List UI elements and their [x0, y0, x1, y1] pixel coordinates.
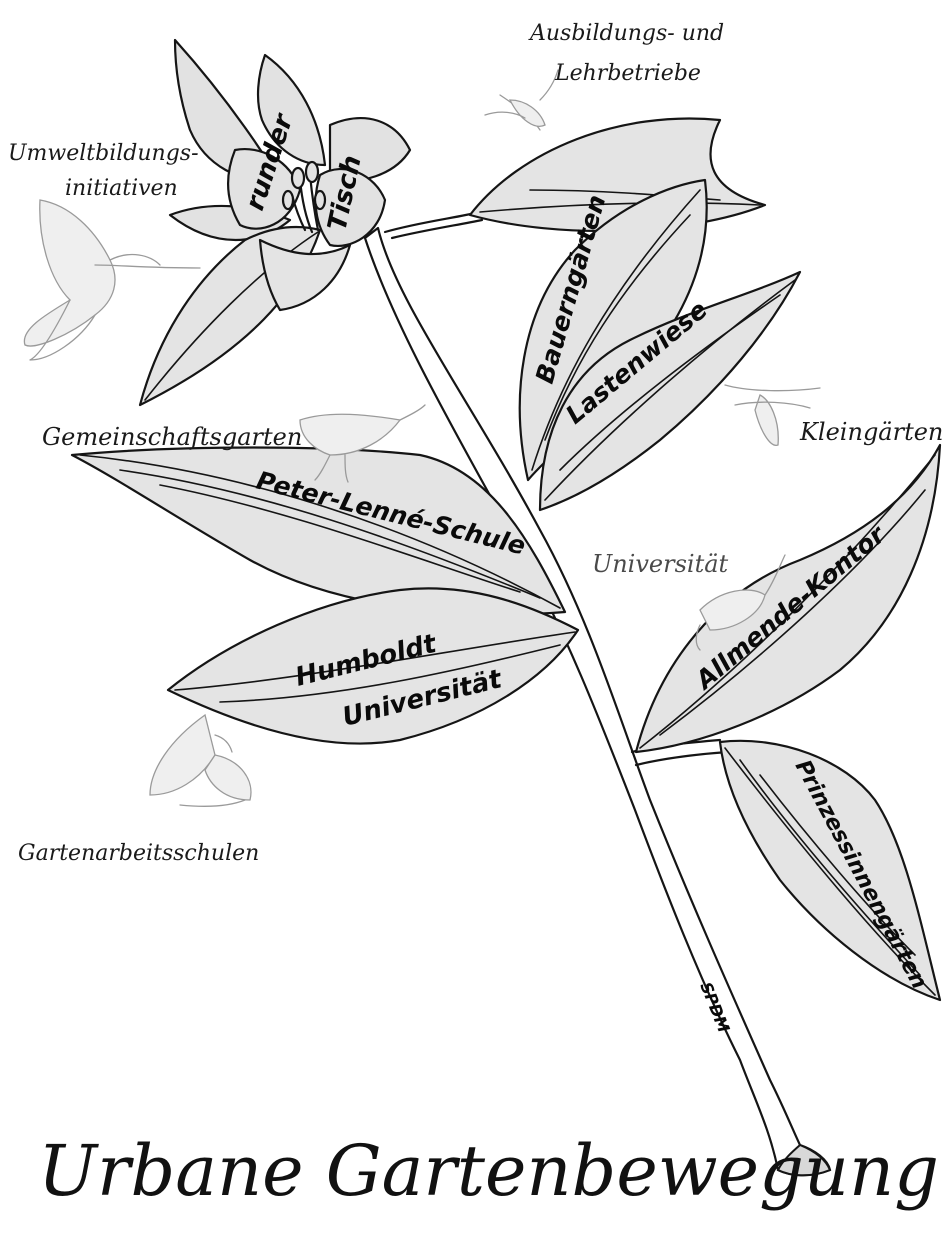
annotation-gemeinschaftsgarten: Gemeinschaftsgarten [42, 423, 302, 451]
annotation-ausbildung-line2: Lehrbetriebe [554, 61, 701, 86]
annotation-kleingaerten: Kleingärten [799, 418, 943, 446]
annotation-ausbildung-line1: Ausbildungs- und [528, 21, 724, 46]
bee-sketch-top [485, 70, 558, 130]
annotation-umwelt-line2: initiativen [65, 176, 178, 201]
flower-round-table [140, 40, 410, 405]
annotation-universitaet: Universität [592, 550, 729, 578]
diagram-title: Urbane Gartenbewegung [38, 1130, 939, 1212]
butterfly-sketch [150, 715, 251, 806]
annotation-gartenarbeitsschulen: Gartenarbeitsschulen [18, 841, 259, 866]
annotation-umwelt-line1: Umweltbildungs- [8, 141, 199, 166]
